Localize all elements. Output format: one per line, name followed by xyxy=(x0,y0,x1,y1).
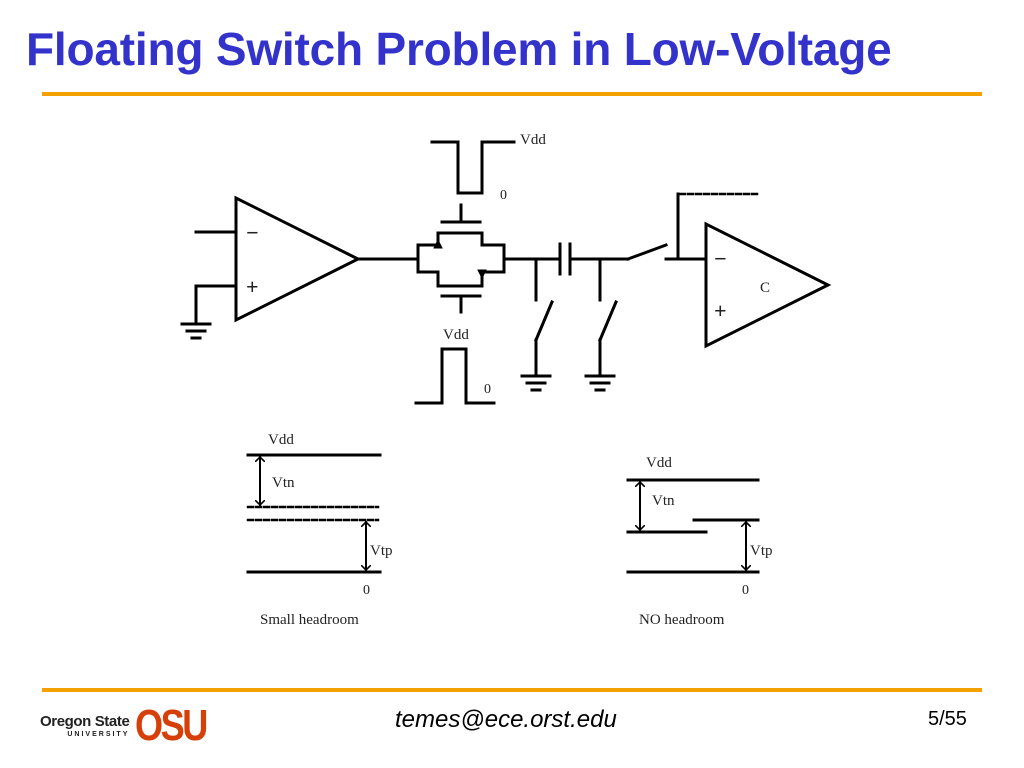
right-opamp-label: C xyxy=(760,280,770,296)
slide-title: Floating Switch Problem in Low-Voltage xyxy=(26,23,892,75)
left-opamp xyxy=(234,195,362,323)
footer-rule xyxy=(42,688,982,692)
circuit-schematic xyxy=(180,140,832,574)
right-opamp xyxy=(704,221,832,349)
right-opamp-plus-sign: + xyxy=(714,298,727,323)
ground-icon xyxy=(520,374,552,392)
series-switch xyxy=(626,243,668,261)
logo-name: Oregon State xyxy=(40,713,130,730)
small-zero-label: 0 xyxy=(363,583,370,598)
clock-top-high-label: Vdd xyxy=(520,132,546,148)
right-opamp-minus-sign: − xyxy=(714,246,727,271)
university-logo: Oregon State UNIVERSITY OSU xyxy=(40,702,222,750)
logo-subtitle: UNIVERSITY xyxy=(67,731,130,738)
footer-email: temes@ece.orst.edu xyxy=(395,706,617,733)
none-vdd-label: Vdd xyxy=(646,455,672,471)
small-vdd-label: Vdd xyxy=(268,432,294,448)
clock-top-low-label: 0 xyxy=(500,188,507,203)
transmission-gate xyxy=(416,203,506,314)
small-vtn-label: Vtn xyxy=(272,475,295,491)
left-opamp-plus-input xyxy=(194,284,238,324)
clock-waveform-bottom xyxy=(414,347,496,405)
clock-bottom-high-label: Vdd xyxy=(443,327,469,343)
ground-icon xyxy=(180,322,212,340)
none-zero-label: 0 xyxy=(742,583,749,598)
no-headroom-caption: NO headroom xyxy=(639,612,725,628)
left-opamp-plus-sign: + xyxy=(246,274,259,299)
clock-bottom-low-label: 0 xyxy=(484,382,491,397)
right-shunt-switch xyxy=(598,257,618,376)
logo-wordmark: Oregon State UNIVERSITY xyxy=(40,713,130,738)
ground-icon xyxy=(584,374,616,392)
logo-mark: OSU xyxy=(135,701,208,750)
page-number: 5/55 xyxy=(928,708,967,730)
clock-waveform-top xyxy=(430,140,516,195)
left-shunt-switch xyxy=(534,257,554,376)
title-underline xyxy=(42,92,982,96)
none-vtn-label: Vtn xyxy=(652,493,675,509)
left-opamp-minus-sign: − xyxy=(246,220,259,245)
small-headroom-caption: Small headroom xyxy=(260,612,359,628)
small-vtp-label: Vtp xyxy=(370,543,393,559)
none-vtp-label: Vtp xyxy=(750,543,773,559)
